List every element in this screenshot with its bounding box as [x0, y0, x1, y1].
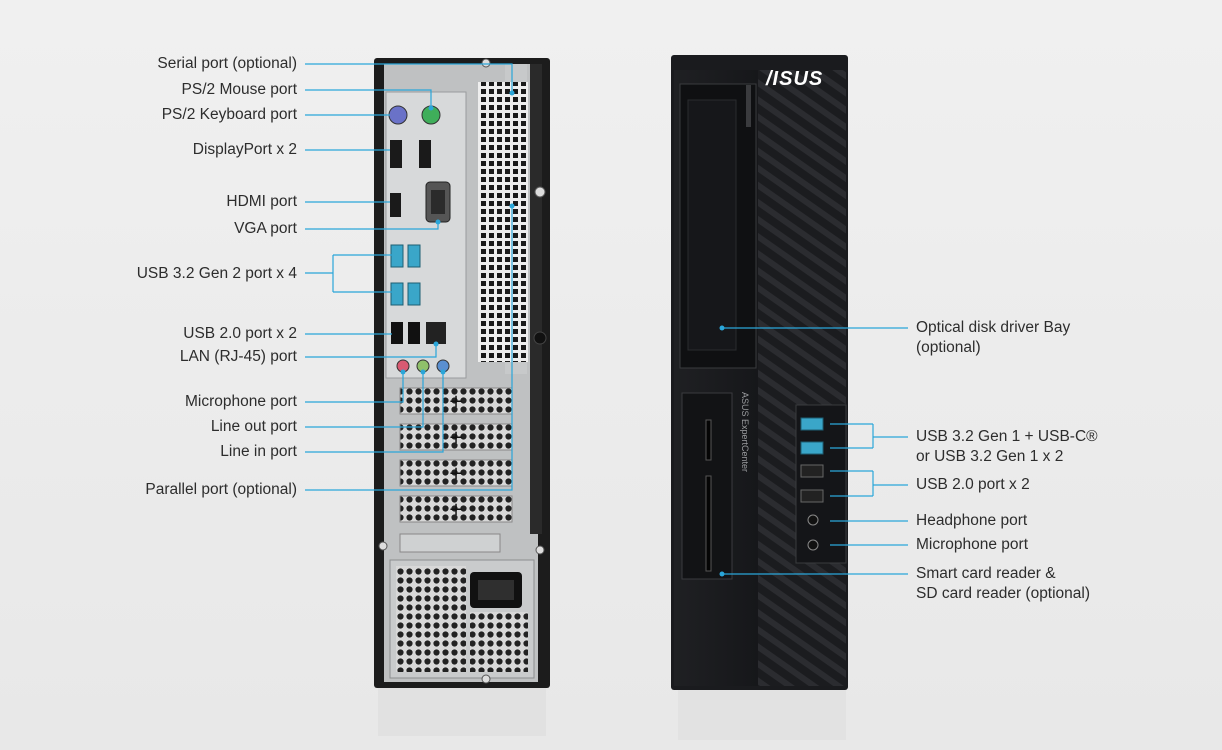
label-microphone-port-rear: Microphone port: [184, 393, 297, 410]
label-card-reader-line2: SD card reader (optional): [916, 585, 1091, 602]
label-vga-port: VGA port: [234, 220, 297, 237]
label-usb20-front-line1: USB 2.0 port x 2: [916, 476, 1030, 493]
label-optical-bay-line1: Optical disk driver Bay: [916, 319, 1071, 336]
label-lan-port: LAN (RJ-45) port: [179, 348, 297, 365]
label-parallel-port: Parallel port (optional): [145, 481, 297, 498]
label-usb32-gen1-line1: USB 3.2 Gen 1 + USB-C®: [916, 428, 1098, 445]
label-headphone-port-line1: Headphone port: [916, 512, 1028, 529]
callout-dots: [400, 90, 725, 577]
front-tower: [671, 55, 848, 740]
svg-text:+: +: [448, 463, 463, 484]
label-usb32-gen1-line2: or USB 3.2 Gen 1 x 2: [916, 448, 1064, 465]
label-card-reader: Smart card reader & SD card reader (opti…: [916, 564, 1090, 604]
label-hdmi-port: HDMI port: [226, 193, 297, 210]
label-optical-bay: Optical disk driver Bay (optional): [916, 318, 1070, 358]
label-card-reader-line1: Smart card reader &: [916, 565, 1056, 582]
label-microphone-port-front: Microphone port: [916, 535, 1028, 555]
label-ps2-mouse-port: PS/2 Mouse port: [181, 81, 297, 98]
svg-text:+: +: [448, 391, 463, 412]
model-text: ASUS ExpertCenter: [740, 392, 750, 473]
svg-text:+: +: [448, 499, 463, 520]
label-serial-port: Serial port (optional): [157, 55, 297, 72]
label-usb20-front: USB 2.0 port x 2: [916, 475, 1030, 495]
label-microphone-port-front-line1: Microphone port: [916, 536, 1029, 553]
label-ps2-keyboard-port: PS/2 Keyboard port: [161, 106, 297, 123]
rear-tower: + + + +: [374, 58, 550, 736]
label-usb32-gen2-port: USB 3.2 Gen 2 port x 4: [136, 265, 297, 282]
label-usb32-gen1: USB 3.2 Gen 1 + USB-C® or USB 3.2 Gen 1 …: [916, 427, 1098, 467]
label-usb20-port: USB 2.0 port x 2: [183, 325, 297, 342]
asus-logo: /ISUS: [766, 68, 824, 90]
callout-lines: [305, 63, 908, 575]
svg-text:+: +: [448, 427, 463, 448]
label-line-out-port: Line out port: [210, 418, 297, 435]
label-optical-bay-line2: (optional): [916, 339, 981, 356]
label-displayport: DisplayPort x 2: [192, 141, 297, 158]
label-line-in-port: Line in port: [220, 443, 297, 460]
label-headphone-port: Headphone port: [916, 511, 1027, 531]
